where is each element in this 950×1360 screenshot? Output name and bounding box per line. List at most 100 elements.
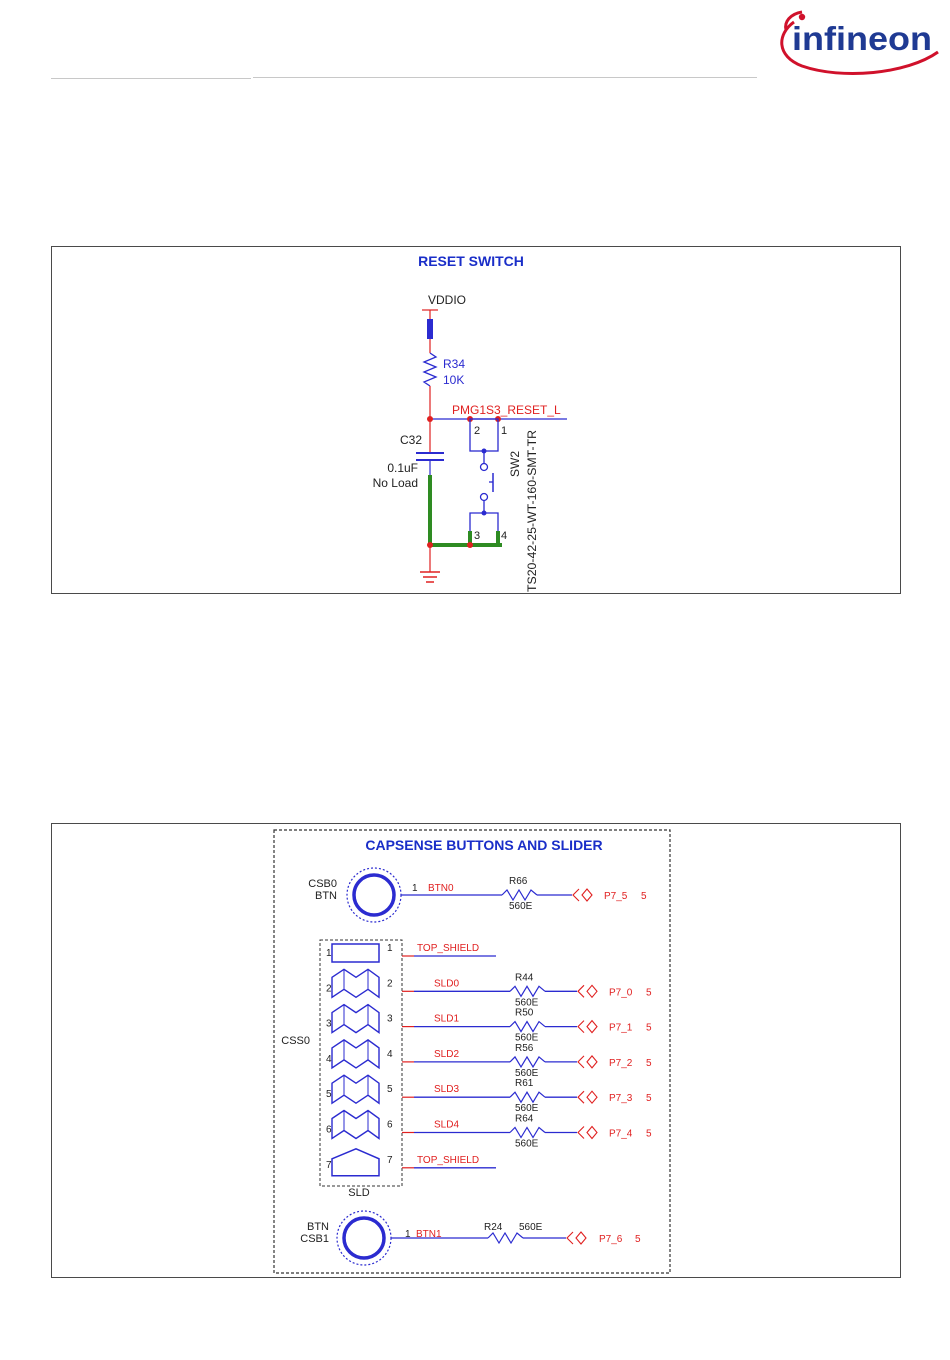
btn1-sheet: 5	[635, 1234, 641, 1245]
slider-segment	[331, 1109, 380, 1140]
slider-offpage-arrow	[577, 1090, 585, 1104]
slider-resistor-symbol	[509, 1020, 546, 1033]
reset-net-label: PMG1S3_RESET_L	[452, 403, 561, 417]
resistor-r34-symbol	[422, 352, 438, 387]
ground-symbol	[420, 571, 440, 583]
slider-port: P7_0	[609, 987, 633, 998]
slider-resistor-value: 560E	[515, 1139, 539, 1150]
btn0-pad	[352, 873, 396, 917]
capsense-button-1	[336, 1210, 392, 1266]
slider-resistor-value: 560E	[515, 1068, 539, 1079]
r66-symbol	[501, 888, 538, 902]
sw2-part-number: TS20-42-25-WT-160-SMT-TR	[525, 430, 539, 592]
sw2-bottom-frame	[469, 512, 499, 545]
r66-ref: R66	[509, 876, 528, 887]
capsense-schematic: CAPSENSE BUTTONS AND SLIDER CSB0 BTN 1 B…	[273, 829, 671, 1274]
slider-resistor-symbol	[509, 1126, 546, 1139]
c32-note: No Load	[373, 476, 418, 490]
slider-resistor-value: 560E	[515, 997, 539, 1008]
slider-inner-pin: 1	[326, 948, 332, 959]
slider-offpage-diamond	[586, 1055, 598, 1069]
slider-sheet: 5	[646, 1129, 652, 1140]
r34-ref: R34	[443, 357, 465, 371]
slider-bottom-pad	[331, 1147, 380, 1177]
power-port-block	[427, 319, 433, 339]
slider-resistor-symbol	[509, 1055, 546, 1069]
slider-resistor-value: 560E	[515, 1103, 539, 1114]
btn0-sheet: 5	[641, 891, 647, 902]
slider-offpage-diamond	[586, 1090, 598, 1105]
slider-offpage-diamond	[586, 1019, 598, 1034]
btn0-type: BTN	[315, 890, 337, 902]
sw2-pin-1: 1	[501, 425, 507, 437]
btn1-offpage-connector	[566, 1231, 587, 1245]
slider-net-label: SLD1	[434, 1014, 459, 1025]
slider-sheet: 5	[646, 987, 652, 998]
slider-sheet: 5	[646, 1058, 652, 1069]
btn0-pin: 1	[412, 883, 418, 894]
reset-switch-title: RESET SWITCH	[418, 253, 524, 269]
slider-net-label: SLD4	[434, 1120, 459, 1131]
sw2-pin-3: 3	[474, 530, 480, 542]
sw2-pin-2: 2	[474, 425, 480, 437]
r66-value: 560E	[509, 901, 533, 912]
slider-offpage-arrow	[577, 984, 585, 998]
slider-sheet: 5	[646, 1093, 652, 1104]
slider-resistor-ref: R61	[515, 1078, 534, 1089]
btn0-port: P7_5	[604, 891, 628, 902]
btn0-ref: CSB0	[308, 878, 337, 890]
header-rule-right	[253, 77, 757, 78]
slider-label: SLD	[348, 1187, 369, 1199]
slider-net-label: TOP_SHIELD	[417, 1155, 479, 1166]
slider-port: P7_1	[609, 1023, 633, 1034]
reset-switch-panel: RESET SWITCH VDDIO R34 10K PMG1S3_RESET_…	[51, 246, 901, 594]
r24-symbol	[487, 1231, 524, 1245]
slider-offpage-diamond	[586, 984, 598, 999]
sw2-pin-4: 4	[501, 530, 507, 542]
slider-offpage-arrow	[577, 1055, 585, 1069]
c32-value: 0.1uF	[387, 461, 418, 475]
slider-sheet: 5	[646, 1023, 652, 1034]
btn1-port: P7_6	[599, 1234, 623, 1245]
slider-segment	[331, 968, 380, 999]
slider-inner-pin: 4	[326, 1054, 332, 1065]
slider-resistor-symbol	[509, 985, 546, 998]
btn1-type: BTN	[307, 1221, 329, 1233]
r34-value: 10K	[443, 373, 464, 387]
sw2-contact-bottom	[479, 492, 489, 502]
slider-inner-pin: 3	[326, 1019, 332, 1030]
btn1-net: BTN1	[416, 1229, 442, 1240]
slider-net-label: SLD3	[434, 1084, 459, 1095]
c32-ref: C32	[400, 433, 422, 447]
btn0-net: BTN0	[428, 883, 454, 894]
slider-resistor-ref: R64	[515, 1114, 534, 1125]
capsense-button-0	[346, 867, 402, 923]
slider-top-pad	[331, 943, 380, 963]
slider-segment	[331, 1074, 380, 1105]
slider-electrode-shape	[331, 943, 380, 1177]
btn1-ref: CSB1	[300, 1233, 329, 1245]
slider-offpage-diamond	[586, 1125, 598, 1140]
slider-outline	[319, 939, 403, 1187]
slider-net-label: TOP_SHIELD	[417, 943, 479, 954]
slider-port: P7_2	[609, 1058, 633, 1069]
slider-resistor-ref: R56	[515, 1043, 534, 1054]
slider-resistor-value: 560E	[515, 1033, 539, 1044]
r24-value: 560E	[519, 1222, 543, 1233]
sw2-ref: SW2	[508, 451, 522, 477]
power-net-label: VDDIO	[428, 293, 466, 307]
header-rule-left	[51, 78, 251, 79]
slider-port: P7_3	[609, 1093, 633, 1104]
junction-sw-pin3	[467, 542, 473, 548]
slider-pin-number: 3	[387, 1014, 393, 1025]
capsense-panel: CAPSENSE BUTTONS AND SLIDER CSB0 BTN 1 B…	[51, 823, 901, 1278]
slider-pin-number: 4	[387, 1049, 393, 1060]
junction-reset-left	[427, 416, 433, 422]
slider-offpage-arrow	[577, 1020, 585, 1033]
slider-inner-pin: 5	[326, 1089, 332, 1100]
